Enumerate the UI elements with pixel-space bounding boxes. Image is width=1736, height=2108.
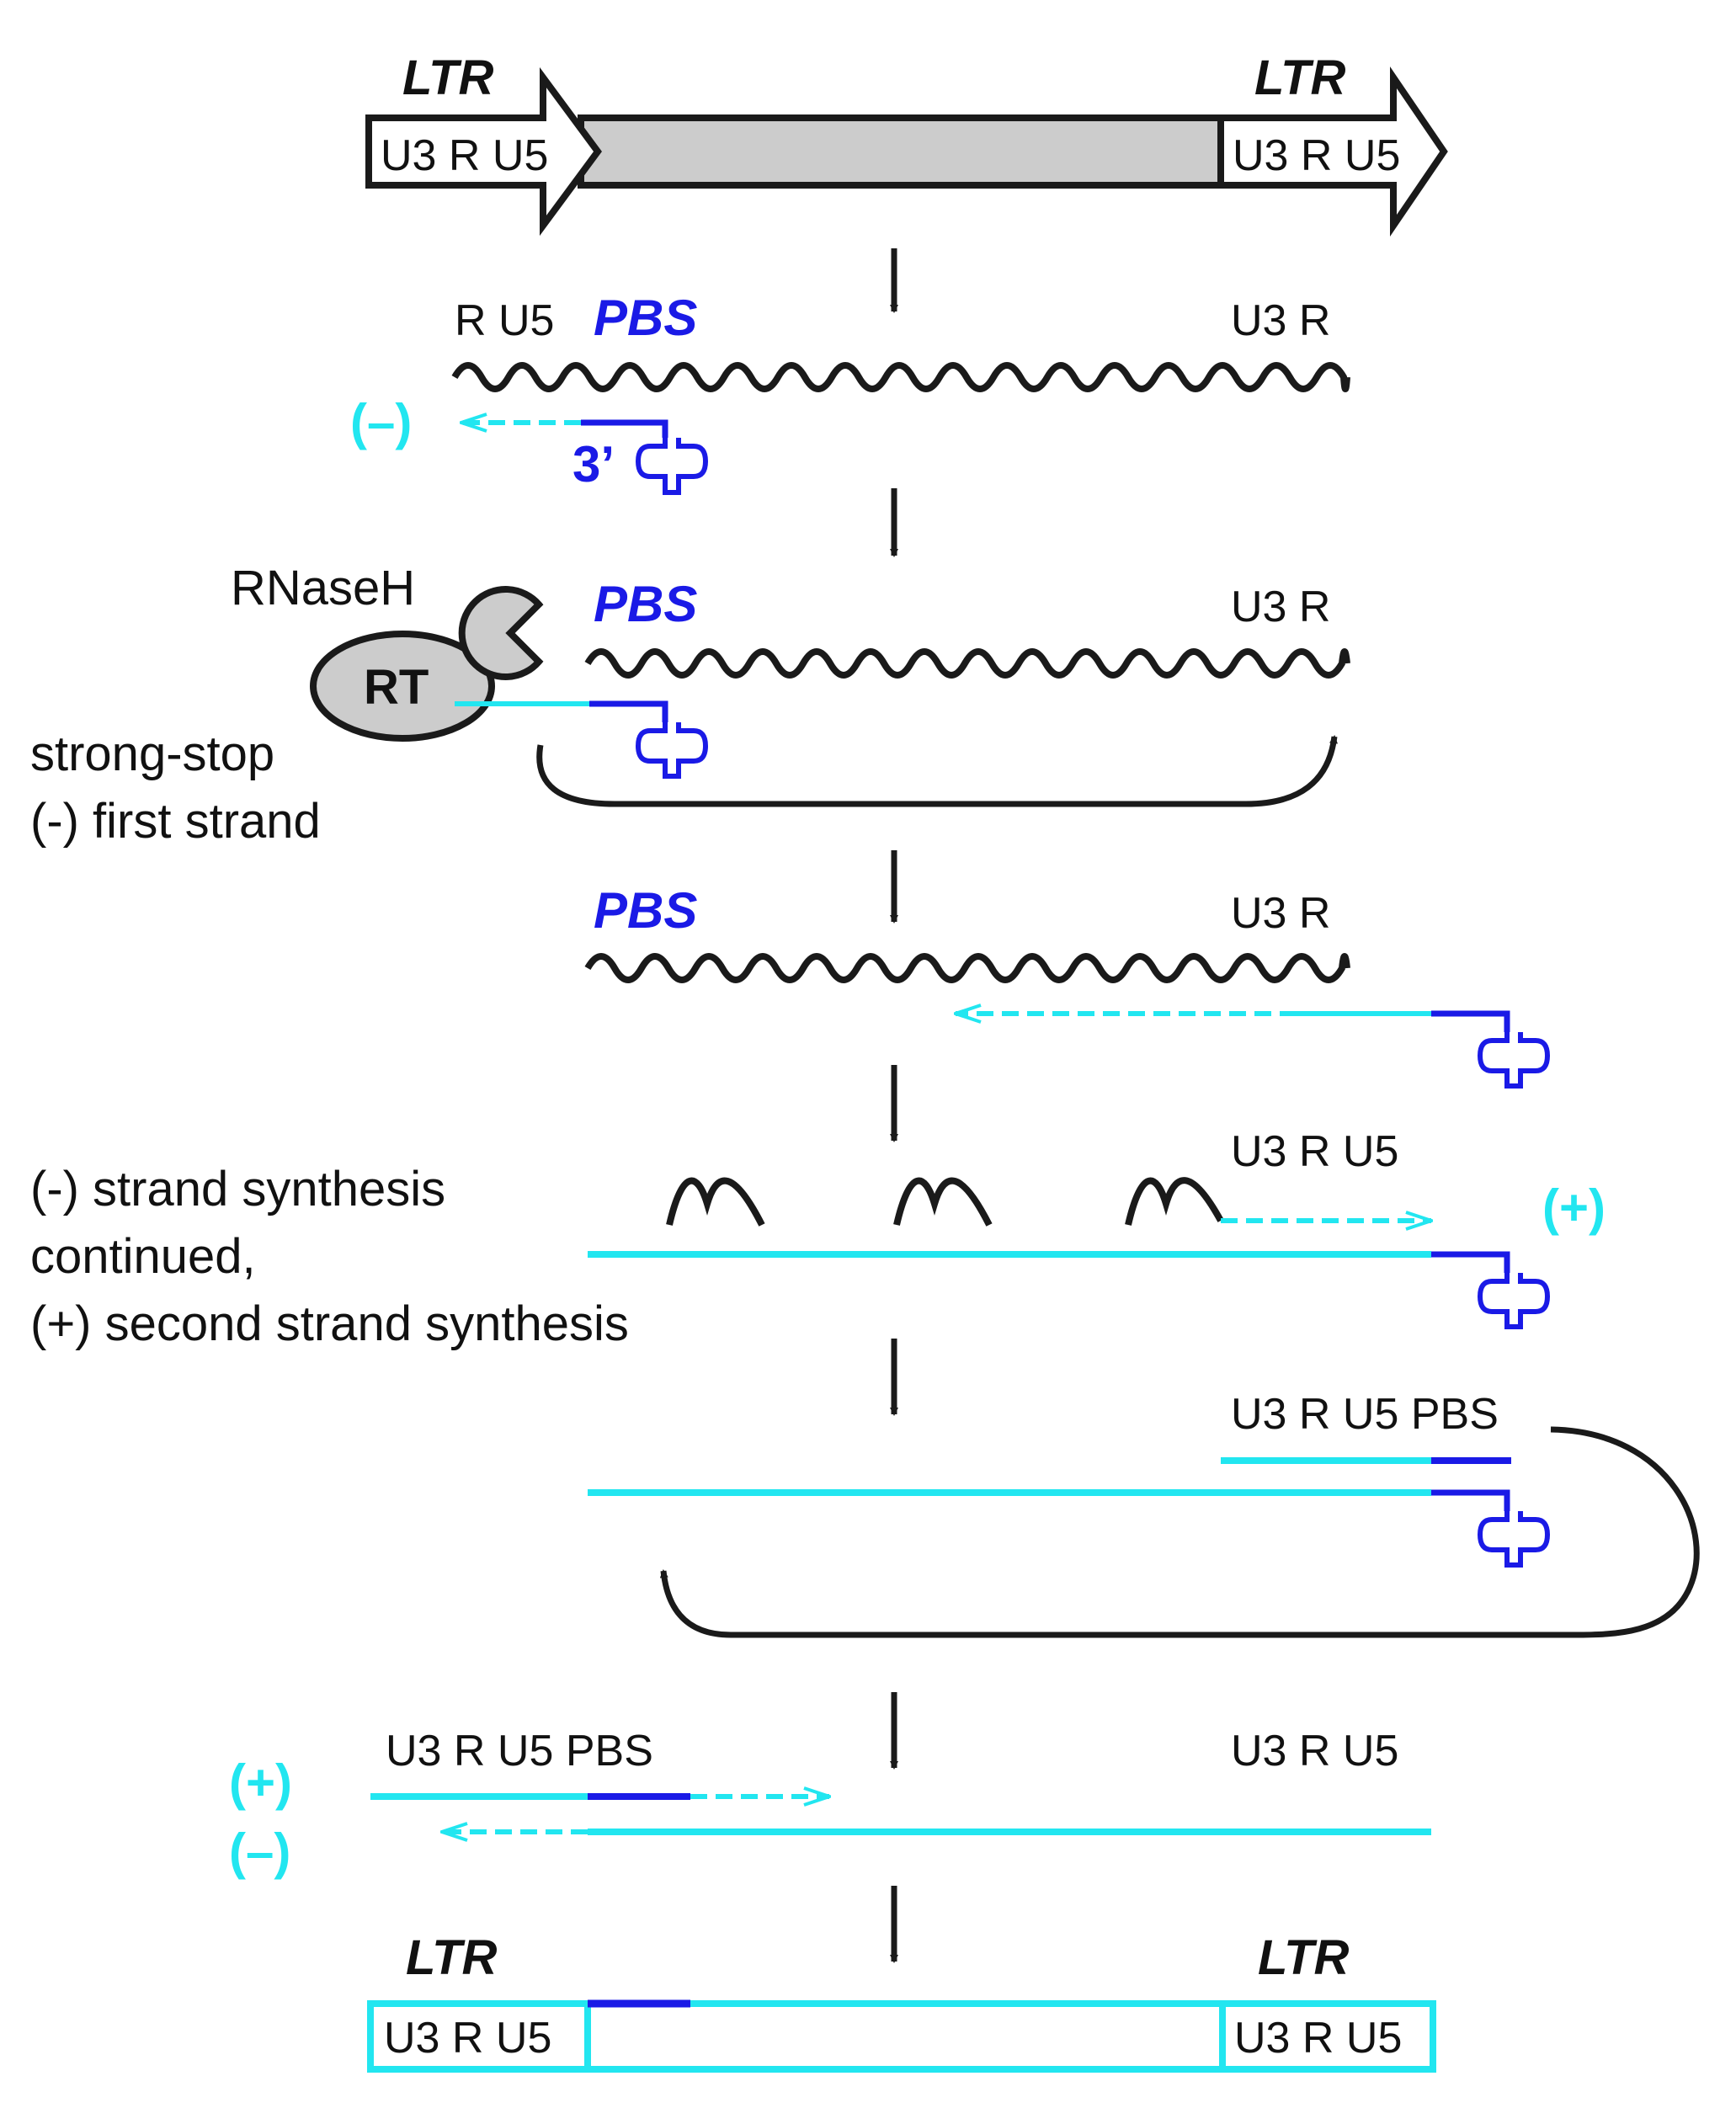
step2-rnaseh-label: RNaseH [231,561,415,615]
step6-plus-sign: (+) [229,1754,292,1811]
step4-caption-line2: continued, [30,1229,256,1284]
step1-rna-template: R U5 PBS U3 R (–) 3’ [350,290,1350,495]
step2-caption-line1: strong-stop [30,727,274,781]
ltr-left-arrow [365,67,602,237]
step1-right-regions: U3 R [1231,296,1330,345]
final-dna-box [367,2000,1436,2073]
step2-trna-cloverleaf [635,722,709,779]
step5-trna-stem [1431,1489,1510,1511]
step2-pbs-label: PBS [594,576,697,632]
step4-caption-line3: (+) second strand synthesis [30,1296,629,1351]
step2-strand-transfer-arrow [536,735,1338,807]
step4-rna-fragment-1 [666,1177,765,1227]
step3-trna-cloverleaf [1477,1032,1551,1089]
step2-rt-enzyme [310,631,495,742]
step2-strong-stop: RNaseH RT PBS U3 R strong-stop (-) first… [30,561,1350,849]
step1-trna-stem [581,419,668,438]
step2-caption-line2: (-) first strand [30,794,321,849]
step6-right-regions: U3 R U5 [1231,1727,1398,1775]
provirus: LTR LTR U3 R U5 U3 R U5 [365,51,1448,237]
step2-rnaseh-pacman [458,586,544,680]
final-ltr-right-label: LTR [1258,1930,1350,1985]
step3-rna-wave [584,953,1350,983]
step2-rna-wave [584,648,1350,679]
step4-rna-fragment-2 [893,1177,993,1227]
step5-right-regions: U3 R U5 PBS [1231,1390,1499,1439]
step4-plus-sign: (+) [1542,1179,1606,1236]
final-ltr-left-label: LTR [406,1930,498,1985]
step2-right-regions: U3 R [1231,583,1330,631]
step4-synthesis: U3 R U5 (-) strand synthesis continued, … [30,1127,1606,1351]
step2-trna-stem [589,700,668,722]
step5-trna-cloverleaf [1477,1511,1551,1568]
step1-pbs-label: PBS [594,290,697,346]
ltr-right-label: LTR [1254,51,1346,105]
step3-pbs-label: PBS [594,882,697,939]
step4-rna-fragment-3 [1125,1177,1224,1226]
ltr-left-regions: U3 R U5 [381,131,548,180]
step4-caption-line1: (-) strand synthesis [30,1162,445,1216]
final-ltr-left-regions: U3 R U5 [384,2014,551,2063]
final-dsdna: LTR LTR U3 R U5 U3 R U5 [367,1930,1436,2073]
step4-trna-stem [1431,1251,1510,1273]
ltr-right-regions: U3 R U5 [1233,131,1400,180]
step5-strand-transfer-arrow [659,1426,1700,1638]
step1-three-prime-label: 3’ [572,436,615,492]
step1-minus-sign: (–) [350,394,412,450]
step1-trna-cloverleaf [635,438,709,495]
ltr-right-arrow [1217,67,1448,237]
step1-left-regions: R U5 [455,296,554,345]
step4-right-regions: U3 R U5 [1231,1127,1398,1176]
step3-trna-stem [1431,1010,1510,1032]
step3-first-jump: PBS U3 R [584,882,1551,1089]
step1-trna-primer [581,419,709,495]
provirus-internal-region [578,114,1224,189]
step1-rna-wave [451,362,1350,392]
final-ltr-right-regions: U3 R U5 [1234,2014,1402,2063]
step6-left-regions: U3 R U5 PBS [386,1727,653,1775]
step3-right-regions: U3 R [1231,889,1330,938]
step4-trna-cloverleaf [1477,1273,1551,1329]
ltr-left-label: LTR [402,51,494,105]
step6-completion: U3 R U5 PBS U3 R U5 (+) (–) [229,1727,1431,1880]
step6-minus-sign: (–) [229,1823,290,1880]
step2-rt-label: RT [364,660,429,715]
step5-second-jump: U3 R U5 PBS [588,1390,1700,1638]
